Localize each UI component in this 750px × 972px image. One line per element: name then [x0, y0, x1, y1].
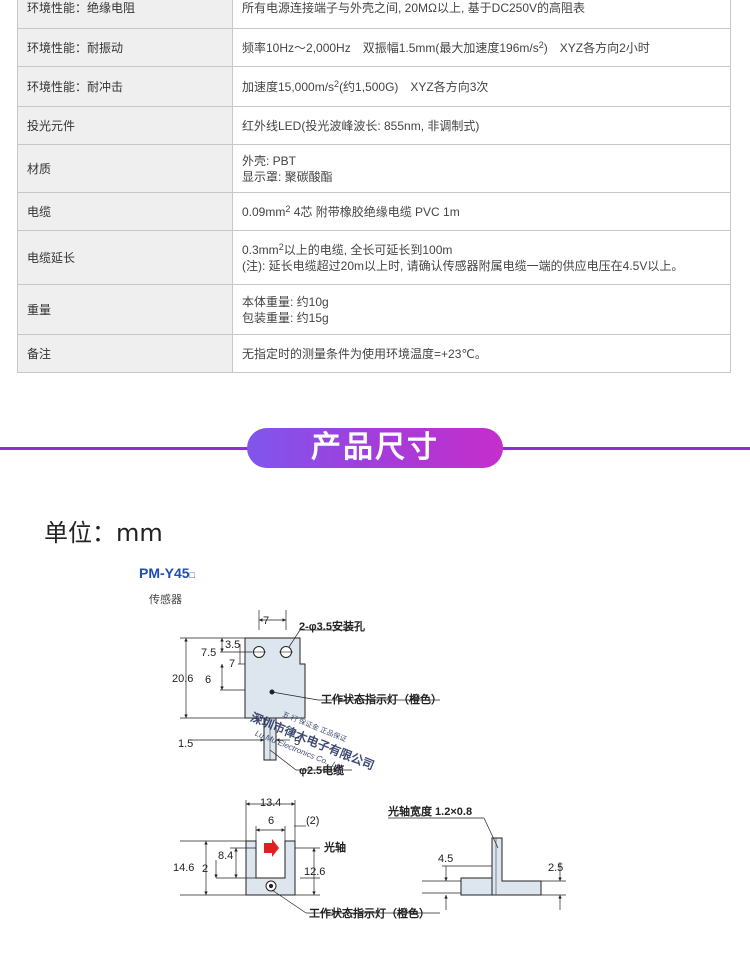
spec-value: 红外线LED(投光波峰波长: 855nm, 非调制式) — [232, 106, 731, 145]
spec-value-line: 加速度15,000m/s2(约1,500G) XYZ各方向3次 — [242, 79, 721, 95]
dim-3-5: 3.5 — [225, 639, 240, 651]
dim-2-5: 2.5 — [548, 862, 563, 874]
dim-top-width: 7 — [263, 615, 269, 627]
spec-text: 加速度15,000m/s — [242, 79, 335, 94]
cable-label: φ2.5电缆 — [299, 763, 344, 777]
front-view — [180, 800, 440, 914]
spec-key: 环境性能：耐振动 — [17, 28, 233, 67]
dim-paren-2: (2) — [306, 815, 319, 827]
axis-width-label: 光轴宽度 1.2×0.8 — [387, 804, 472, 818]
top-view — [180, 610, 440, 771]
dim-front-2: 2 — [202, 863, 208, 875]
dim-14-6: 14.6 — [173, 862, 194, 874]
superscript: 2 — [285, 203, 291, 214]
side-view — [388, 817, 566, 910]
spec-text: 4芯 附带橡胶绝缘电缆 PVC 1m — [290, 204, 460, 219]
section-banner: 产品尺寸 — [247, 428, 503, 468]
spec-value-line: 外壳: PBT — [242, 153, 721, 169]
optical-axis-arrow — [264, 839, 279, 857]
dim-8-4: 8.4 — [218, 850, 233, 862]
model-subtitle: 传感器 — [149, 593, 182, 606]
spec-value-line: 0.09mm2 4芯 附带橡胶绝缘电缆 PVC 1m — [242, 204, 721, 220]
spec-text: 频率10Hz～2,000Hz 双振幅1.5mm(最大加速度196m/s — [242, 40, 539, 55]
spec-key: 材质 — [17, 144, 233, 193]
spec-value-line: 无指定时的测量条件为使用环境温度=+23℃。 — [242, 346, 721, 362]
spec-value-line: 显示罩: 聚碳酸酯 — [242, 169, 721, 185]
model-title: PM-Y45□ — [139, 565, 195, 581]
dim-front-6: 6 — [268, 815, 274, 827]
spec-value: 频率10Hz～2,000Hz 双振幅1.5mm(最大加速度196m/s2) XY… — [232, 28, 731, 67]
spec-text: 无指定时的测量条件为使用环境温度=+23℃。 — [242, 346, 487, 361]
spec-row: 投光元件红外线LED(投光波峰波长: 855nm, 非调制式) — [17, 106, 731, 145]
spec-row: 备注无指定时的测量条件为使用环境温度=+23℃。 — [17, 334, 731, 373]
spec-text: 以上的电缆, 全长可延长到100m — [283, 242, 453, 257]
front-indicator-label: 工作状态指示灯（橙色） — [309, 906, 430, 920]
spec-value: 0.09mm2 4芯 附带橡胶绝缘电缆 PVC 1m — [232, 192, 731, 231]
spec-value-line: 红外线LED(投光波峰波长: 855nm, 非调制式) — [242, 118, 721, 134]
spec-text: 显示罩: 聚碳酸酯 — [242, 169, 333, 184]
spec-value: 所有电源连接端子与外壳之间, 20MΩ以上, 基于DC250V的高阻表 — [232, 0, 731, 29]
spec-text: (注): 延长电缆超过20m以上时, 请确认传感器附属电缆一端的供应电压在4.5… — [242, 258, 684, 273]
model-suffix: □ — [189, 570, 196, 580]
superscript: 2 — [538, 39, 544, 50]
dim-7: 7 — [229, 658, 235, 670]
dim-12-6: 12.6 — [304, 866, 325, 878]
dim-7-5: 7.5 — [201, 647, 216, 659]
superscript: 2 — [334, 78, 340, 89]
spec-row: 环境性能：绝缘电阻所有电源连接端子与外壳之间, 20MΩ以上, 基于DC250V… — [17, 0, 731, 29]
spec-key: 备注 — [17, 334, 233, 373]
dim-20-6: 20.6 — [172, 673, 193, 685]
spec-table: 环境性能：绝缘电阻所有电源连接端子与外壳之间, 20MΩ以上, 基于DC250V… — [17, 0, 731, 373]
side-cable-stub — [460, 877, 493, 896]
spec-key: 投光元件 — [17, 106, 233, 145]
spec-key: 环境性能：绝缘电阻 — [17, 0, 233, 29]
spec-key: 环境性能：耐冲击 — [17, 66, 233, 107]
optical-axis-label: 光轴 — [323, 840, 346, 854]
dim-6: 6 — [205, 674, 211, 686]
spec-table-body: 环境性能：绝缘电阻所有电源连接端子与外壳之间, 20MΩ以上, 基于DC250V… — [17, 0, 731, 373]
spec-value-line: 0.3mm2以上的电缆, 全长可延长到100m — [242, 242, 721, 258]
spec-text: 0.09mm — [242, 204, 286, 219]
spec-row: 环境性能：耐振动频率10Hz～2,000Hz 双振幅1.5mm(最大加速度196… — [17, 28, 731, 67]
spec-value-line: 包装重量: 约15g — [242, 310, 721, 326]
spec-text: (约1,500G) XYZ各方向3次 — [339, 79, 489, 94]
side-body-outline — [491, 837, 542, 896]
spec-text: ) XYZ各方向2小时 — [543, 40, 650, 55]
spec-text: 0.3mm — [242, 242, 279, 257]
spec-text: 包装重量: 约15g — [242, 310, 329, 325]
spec-value-line: 本体重量: 约10g — [242, 294, 721, 310]
spec-value: 无指定时的测量条件为使用环境温度=+23℃。 — [232, 334, 731, 373]
spec-value-line: 所有电源连接端子与外壳之间, 20MΩ以上, 基于DC250V的高阻表 — [242, 0, 721, 16]
dim-4-5: 4.5 — [438, 853, 453, 865]
unit-label: 单位：mm — [44, 519, 163, 547]
superscript: 2 — [278, 241, 284, 252]
spec-value-line: 频率10Hz～2,000Hz 双振幅1.5mm(最大加速度196m/s2) XY… — [242, 40, 721, 56]
spec-text: 本体重量: 约10g — [242, 294, 329, 309]
mount-hole-label: 2-φ3.5安装孔 — [299, 619, 365, 633]
indicator-label: 工作状态指示灯（橙色） — [321, 692, 442, 706]
spec-value-line: (注): 延长电缆超过20m以上时, 请确认传感器附属电缆一端的供应电压在4.5… — [242, 258, 721, 274]
spec-value: 0.3mm2以上的电缆, 全长可延长到100m(注): 延长电缆超过20m以上时… — [232, 230, 731, 285]
dim-1-5: 1.5 — [178, 738, 193, 750]
dim-5: 5 — [294, 736, 300, 748]
spec-key: 电缆延长 — [17, 230, 233, 285]
dim-13-4: 13.4 — [260, 797, 281, 809]
spec-text: 所有电源连接端子与外壳之间, 20MΩ以上, 基于DC250V的高阻表 — [242, 0, 586, 15]
spec-row: 环境性能：耐冲击加速度15,000m/s2(约1,500G) XYZ各方向3次 — [17, 66, 731, 107]
spec-text: 红外线LED(投光波峰波长: 855nm, 非调制式) — [242, 118, 480, 133]
spec-text: 外壳: PBT — [242, 153, 297, 168]
model-name: PM-Y45 — [139, 565, 190, 581]
